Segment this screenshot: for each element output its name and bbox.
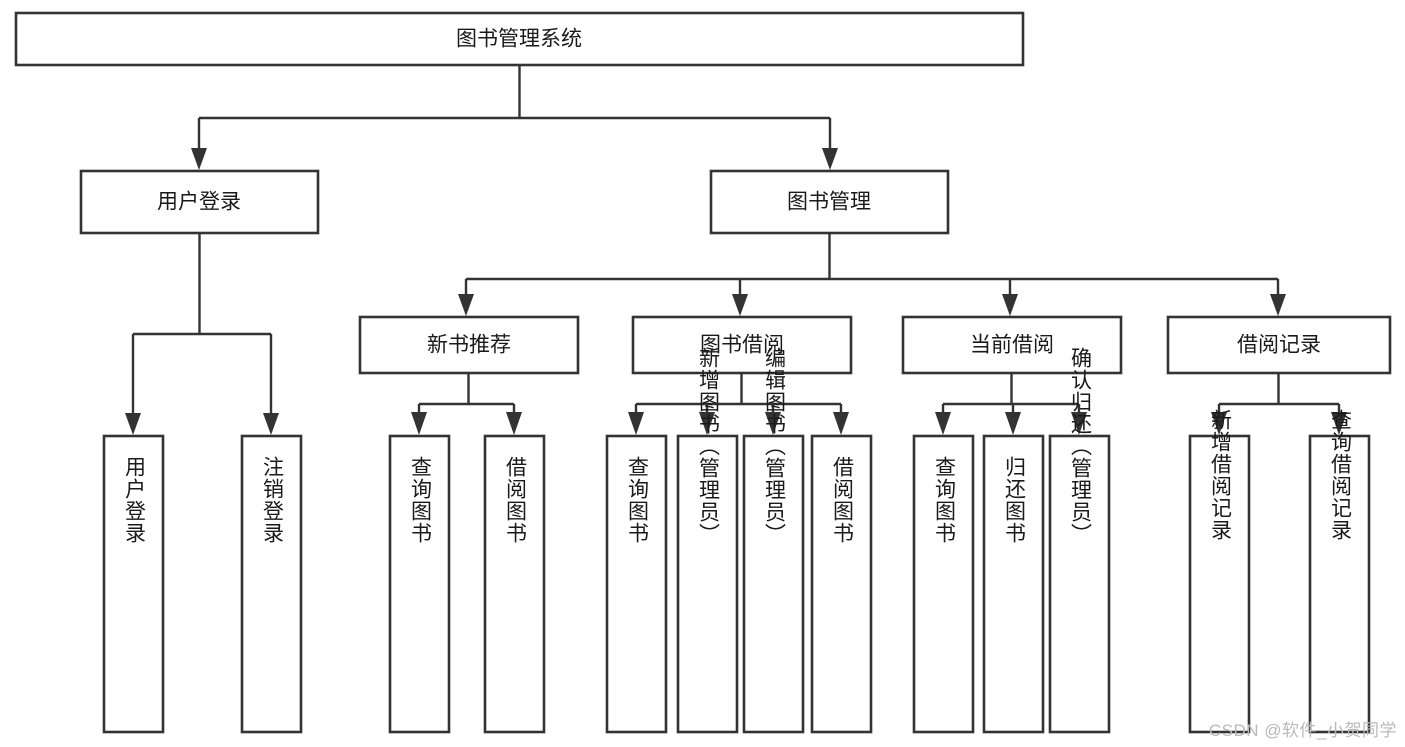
node-leaf-query-record-box[interactable] (1308, 434, 1371, 734)
node-borrow-record[interactable]: 借阅记录 (1166, 315, 1392, 375)
arrow-to-leaf-query-book-3 (935, 412, 951, 435)
node-user-login[interactable]: 用户登录 (79, 169, 320, 235)
node-book-manage[interactable]: 图书管理 (709, 169, 950, 235)
arrow-to-leaf-confirm-return (1071, 412, 1087, 435)
node-leaf-borrow-book-1-box[interactable] (483, 434, 546, 734)
node-leaf-query-record-label: 查询借阅记录 (1329, 409, 1353, 541)
node-leaf-borrow-book-2-box[interactable] (810, 434, 873, 734)
arrow-to-leaf-borrow-book-2 (833, 412, 849, 435)
node-root-label: 图书管理系统 (456, 28, 582, 51)
node-leaf-confirm-return[interactable]: 确认归还（管理员） (1048, 347, 1111, 734)
node-book-manage-label: 图书管理 (787, 191, 871, 214)
node-current-borrow[interactable]: 当前借阅 (901, 315, 1123, 375)
arrow-to-leaf-query-record (1331, 412, 1347, 435)
node-book-borrow-label: 图书借阅 (700, 334, 784, 357)
node-current-borrow-box[interactable] (901, 315, 1123, 375)
arrow-to-leaf-logout (263, 413, 279, 435)
node-leaf-edit-book-box[interactable] (742, 434, 805, 734)
node-leaf-query-book-2[interactable]: 查询图书 (605, 434, 668, 734)
node-leaf-logout-box[interactable] (240, 434, 303, 734)
node-leaf-return-book-label: 归还图书 (1003, 456, 1027, 544)
node-leaf-user-login[interactable]: 用户登录 (102, 434, 165, 734)
arrow-to-leaf-borrow-book-1 (506, 412, 522, 435)
arrow-to-borrow-record (1270, 294, 1286, 316)
node-leaf-confirm-return-label: 确认归还（管理员） (1069, 347, 1093, 545)
node-leaf-query-book-1[interactable]: 查询图书 (388, 434, 451, 734)
node-book-borrow[interactable]: 图书借阅 (631, 315, 853, 375)
csdn-watermark: CSDN @软件_小贺同学 (1208, 721, 1397, 740)
node-leaf-add-book-box[interactable] (676, 434, 739, 734)
arrow-to-new-book-rec (458, 294, 474, 316)
arrow-to-book-borrow (732, 294, 748, 316)
node-leaf-query-book-2-box[interactable] (605, 434, 668, 734)
node-root-box[interactable] (14, 11, 1025, 67)
arrow-to-current-borrow (1002, 294, 1018, 316)
node-new-book-rec[interactable]: 新书推荐 (358, 315, 580, 375)
node-leaf-query-book-3-box[interactable] (912, 434, 975, 734)
node-leaf-user-login-box[interactable] (102, 434, 165, 734)
node-leaf-add-record-box[interactable] (1188, 434, 1251, 734)
node-root[interactable]: 图书管理系统 (14, 11, 1025, 67)
node-leaf-logout[interactable]: 注销登录 (240, 434, 303, 734)
node-leaf-return-book-box[interactable] (982, 434, 1045, 734)
node-leaf-query-book-1-box[interactable] (388, 434, 451, 734)
node-leaf-user-login-label: 用户登录 (123, 456, 147, 544)
node-borrow-record-label: 借阅记录 (1237, 334, 1321, 357)
node-borrow-record-box[interactable] (1166, 315, 1392, 375)
node-leaf-borrow-book-1[interactable]: 借阅图书 (483, 434, 546, 734)
node-leaf-edit-book-label: 编辑图书（管理员） (763, 347, 787, 545)
node-leaf-query-book-3-label: 查询图书 (933, 456, 957, 544)
arrow-to-leaf-add-record (1211, 412, 1227, 435)
node-leaf-query-book-3[interactable]: 查询图书 (912, 434, 975, 734)
arrow-to-leaf-query-book-2 (628, 412, 644, 435)
node-leaf-borrow-book-2-label: 借阅图书 (831, 456, 855, 544)
arrow-to-leaf-edit-book (765, 412, 781, 435)
arrow-to-user-login (191, 148, 207, 170)
node-leaf-return-book[interactable]: 归还图书 (982, 434, 1045, 734)
node-leaf-add-book[interactable]: 新增图书（管理员） (676, 347, 739, 734)
node-leaf-add-book-label: 新增图书（管理员） (697, 347, 721, 545)
node-leaf-query-book-2-label: 查询图书 (626, 456, 650, 544)
node-leaf-edit-book[interactable]: 编辑图书（管理员） (742, 347, 805, 734)
node-book-manage-box[interactable] (709, 169, 950, 235)
node-leaf-borrow-book-2[interactable]: 借阅图书 (810, 434, 873, 734)
connector-layer (125, 65, 1347, 435)
arrow-to-leaf-query-book-1 (411, 412, 427, 435)
node-leaf-query-record[interactable]: 查询借阅记录 (1308, 409, 1371, 734)
node-current-borrow-label: 当前借阅 (970, 334, 1054, 357)
arrow-to-leaf-add-book (699, 412, 715, 435)
node-user-login-box[interactable] (79, 169, 320, 235)
node-leaf-logout-label: 注销登录 (261, 456, 285, 544)
node-leaf-add-record[interactable]: 新增借阅记录 (1188, 409, 1251, 734)
node-book-borrow-box[interactable] (631, 315, 853, 375)
node-new-book-rec-label: 新书推荐 (427, 334, 511, 357)
node-leaf-confirm-return-box[interactable] (1048, 434, 1111, 734)
node-leaf-query-book-1-label: 查询图书 (409, 456, 433, 544)
node-user-login-label: 用户登录 (157, 191, 241, 214)
arrow-to-leaf-user-login (125, 413, 141, 435)
node-leaf-add-record-label: 新增借阅记录 (1209, 409, 1233, 541)
arrow-to-book-manage (822, 148, 838, 170)
node-new-book-rec-box[interactable] (358, 315, 580, 375)
node-leaf-borrow-book-1-label: 借阅图书 (504, 456, 528, 544)
arrow-to-leaf-return-book (1005, 412, 1021, 435)
